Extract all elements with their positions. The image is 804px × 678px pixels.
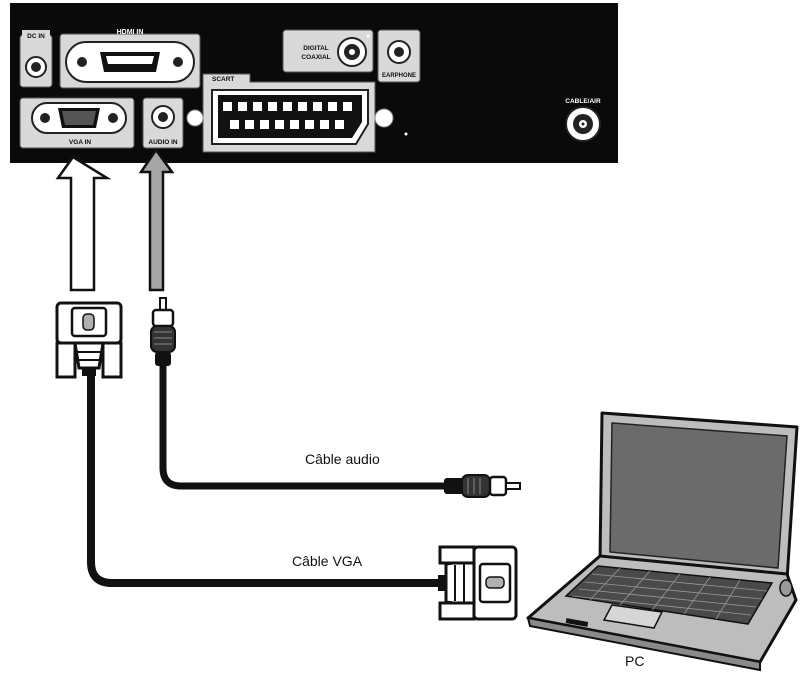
audio-plug-top xyxy=(150,297,176,366)
screw-hole-left xyxy=(186,109,204,127)
tv-rear-panel: DC IN HDMI IN DIGITAL COAXIAL xyxy=(10,3,618,163)
pc-label: PC xyxy=(625,653,645,669)
audio-cable-label: Câble audio xyxy=(305,451,380,467)
dc-in-label: DC IN xyxy=(27,33,45,40)
vga-cable-label: Câble VGA xyxy=(292,553,363,569)
earphone-port: EARPHONE xyxy=(377,29,421,83)
audio-in-label: AUDIO IN xyxy=(148,139,178,146)
vga-arrow xyxy=(55,155,112,292)
scart-port: SCART xyxy=(202,73,376,153)
digital-coaxial-label-2: COAXIAL xyxy=(301,54,330,61)
cable-air-label: CABLE/AIR xyxy=(565,98,601,105)
dc-in-port: DC IN xyxy=(19,30,53,88)
digital-coaxial-port: DIGITAL COAXIAL xyxy=(282,29,374,73)
scart-pins xyxy=(223,102,352,129)
digital-coaxial-label-1: DIGITAL xyxy=(303,45,329,52)
screw-hole-right xyxy=(374,108,394,128)
scart-label: SCART xyxy=(212,76,234,83)
vga-in-label: VGA IN xyxy=(69,139,91,146)
earphone-label: EARPHONE xyxy=(382,73,416,79)
audio-plug-pc xyxy=(444,474,521,498)
audio-arrow xyxy=(138,147,175,292)
laptop xyxy=(526,411,799,672)
cable-air-port: CABLE/AIR xyxy=(565,98,601,142)
hdmi-in-port: HDMI IN xyxy=(59,29,201,89)
audio-cable xyxy=(159,361,450,490)
hdmi-in-label: HDMI IN xyxy=(117,29,144,36)
vga-connector-pc xyxy=(438,545,518,621)
vga-cable xyxy=(87,371,444,587)
vga-in-port: VGA IN xyxy=(19,97,135,149)
vga-connector-top xyxy=(55,301,123,379)
audio-in-port: AUDIO IN xyxy=(142,97,184,149)
